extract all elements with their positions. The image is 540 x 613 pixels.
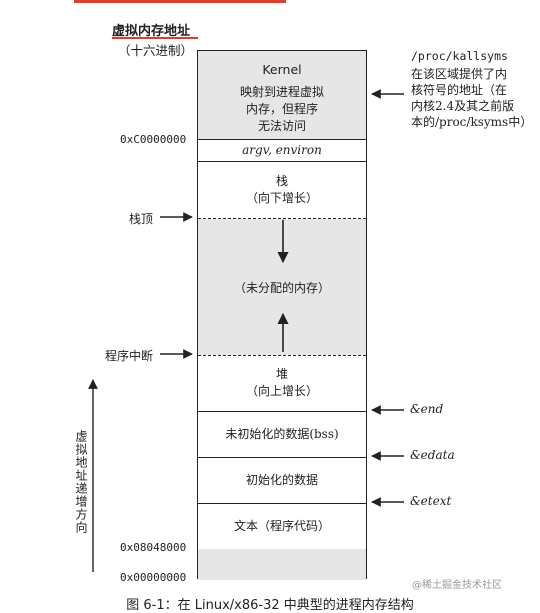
bss-segment: 未初始化的数据(bss) [225, 427, 339, 441]
etext-symbol: &etext [410, 494, 452, 508]
address-direction-label: 虚拟地址递增方向 [74, 430, 88, 534]
heap-label: 堆 [275, 367, 288, 381]
address-top: 0xC0000000 [120, 133, 187, 146]
stack-label: 栈 [275, 174, 288, 188]
end-symbol: &end [410, 402, 444, 416]
program-break-label: 程序中断 [105, 349, 154, 363]
kallsyms-note-line4: 本的/proc/ksyms中） [411, 115, 533, 129]
kallsyms-path: /proc/kallsyms [411, 49, 508, 63]
text-segment: 文本（程序代码） [233, 519, 330, 533]
reserved-bottom-region [198, 549, 366, 580]
data-segment: 初始化的数据 [245, 473, 318, 487]
address-bottom: 0x00000000 [120, 571, 187, 584]
figure-caption: 图 6-1：在 Linux/x86-32 中典型的进程内存结构 [126, 598, 414, 613]
header-title: 虚拟内存地址 [112, 24, 191, 39]
memory-layout-column: Kernel 映射到进程虚拟 内存，但程序 无法访问 argv, environ… [197, 50, 367, 580]
stack-direction: （向下增长） [245, 191, 318, 205]
header-subtitle: （十六进制） [118, 43, 194, 58]
stack-top-dashed-line [198, 218, 366, 219]
edata-symbol: &edata [410, 448, 455, 462]
kallsyms-note-line3: 内核2.4及其之前版 [411, 99, 515, 113]
unallocated-region [198, 219, 366, 355]
divider-data [198, 503, 366, 504]
divider-argv [198, 161, 366, 162]
kallsyms-note-line1: 在该区域提供了内 [411, 67, 508, 81]
heap-direction: （向上增长） [245, 384, 318, 398]
kernel-title: Kernel [262, 62, 302, 77]
heap-segment: 堆 （向上增长） [198, 366, 366, 411]
kernel-segment: Kernel 映射到进程虚拟 内存，但程序 无法访问 [198, 51, 366, 139]
kernel-desc-line3: 无法访问 [257, 119, 306, 133]
watermark: @稀土掘金技术社区 [412, 580, 502, 591]
top-accent-bar [74, 0, 286, 3]
stack-segment: 栈 （向下增长） [198, 173, 366, 218]
stack-top-label: 栈顶 [129, 212, 154, 226]
header-underline [112, 37, 198, 39]
kernel-desc-line1: 映射到进程虚拟 [239, 85, 324, 99]
kallsyms-note-line2: 核符号的地址（在 [411, 83, 508, 97]
unallocated-label: （未分配的内存） [233, 281, 330, 295]
program-break-dashed-line [198, 355, 366, 356]
argv-environ-segment: argv, environ [242, 143, 322, 157]
address-text-start: 0x08048000 [120, 541, 187, 554]
kernel-desc-line2: 内存，但程序 [245, 102, 318, 116]
divider-kernel [198, 139, 366, 140]
divider-bss [198, 457, 366, 458]
divider-heap [198, 411, 366, 412]
